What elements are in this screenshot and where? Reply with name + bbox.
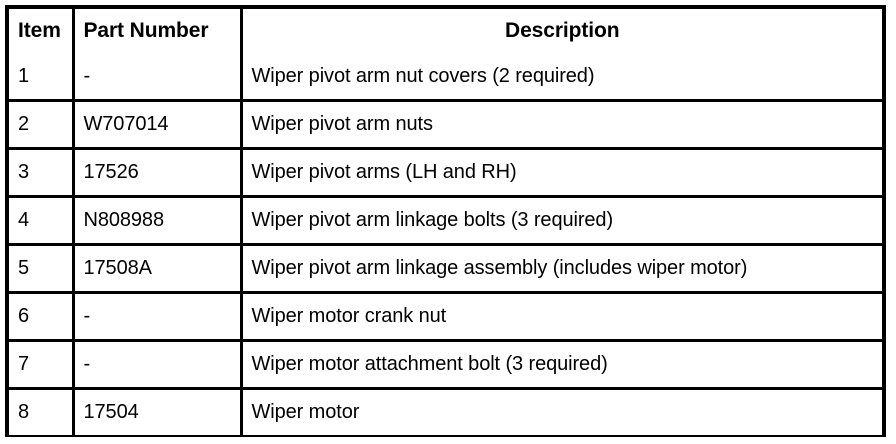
cell-part-number: N808988 [73,196,243,246]
cell-description: Wiper pivot arm nuts [241,100,882,150]
cell-description: Wiper motor attachment bolt (3 required) [241,340,882,390]
table-row: 1-Wiper pivot arm nut covers (2 required… [9,54,882,102]
cell-item: 6 [9,292,75,342]
table-row: 6-Wiper motor crank nut [9,292,882,342]
cell-item: 1 [9,54,75,102]
table-header: Item Part Number Description [9,9,882,54]
cell-item: 8 [9,388,75,435]
cell-part-number: - [73,54,243,102]
cell-part-number: - [73,292,243,342]
parts-table: Item Part Number Description 1-Wiper piv… [9,9,882,435]
cell-item: 4 [9,196,75,246]
parts-table-container: Item Part Number Description 1-Wiper piv… [5,5,886,437]
column-header-item: Item [9,9,75,54]
cell-description: Wiper motor [241,388,882,435]
cell-item: 3 [9,148,75,198]
cell-item: 5 [9,244,75,294]
cell-part-number: 17504 [73,388,243,435]
cell-description: Wiper pivot arm linkage assembly (includ… [241,244,882,294]
cell-description: Wiper pivot arm nut covers (2 required) [241,54,882,102]
cell-item: 7 [9,340,75,390]
column-header-part-number: Part Number [73,9,243,54]
column-header-description: Description [241,9,882,54]
cell-part-number: 17526 [73,148,243,198]
cell-item: 2 [9,100,75,150]
cell-description: Wiper motor crank nut [241,292,882,342]
cell-description: Wiper pivot arm linkage bolts (3 require… [241,196,882,246]
table-body: 1-Wiper pivot arm nut covers (2 required… [9,54,882,435]
cell-description: Wiper pivot arms (LH and RH) [241,148,882,198]
cell-part-number: 17508A [73,244,243,294]
cell-part-number: W707014 [73,100,243,150]
cell-part-number: - [73,340,243,390]
table-row: 7-Wiper motor attachment bolt (3 require… [9,340,882,390]
table-header-row: Item Part Number Description [9,9,882,54]
